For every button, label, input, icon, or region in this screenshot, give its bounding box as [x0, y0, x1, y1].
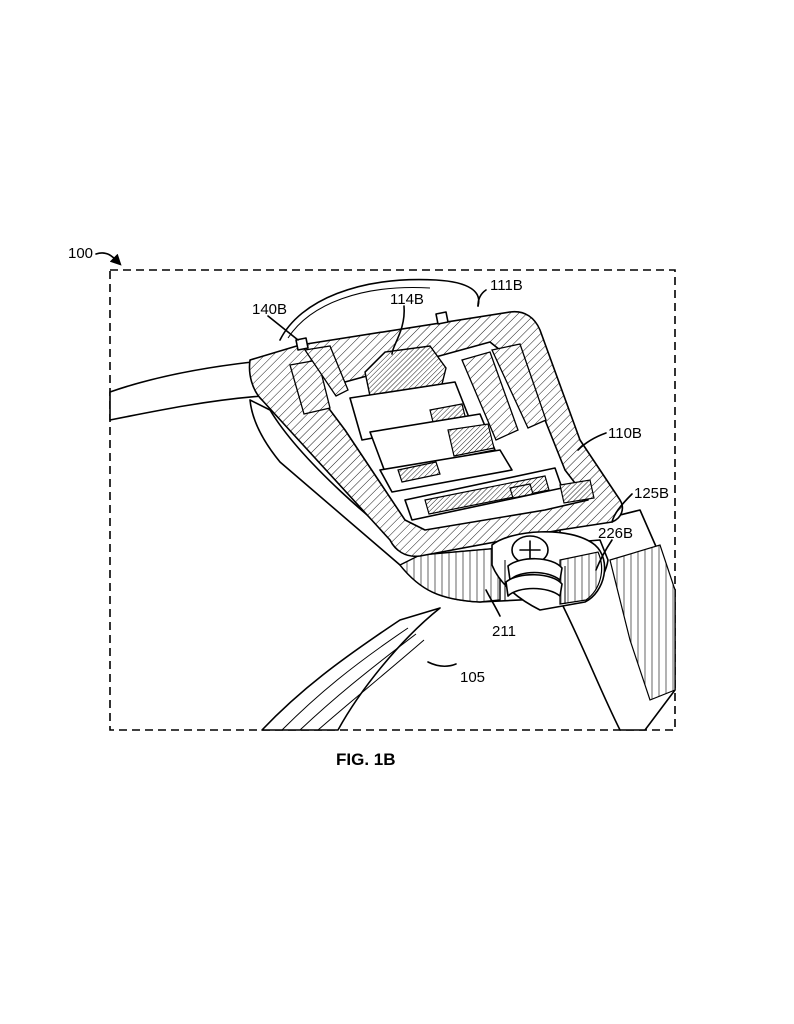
figure-caption: FIG. 1B — [336, 750, 396, 769]
internal-components — [289, 311, 595, 521]
upper-band — [109, 361, 263, 421]
label-110B: 110B — [608, 425, 642, 442]
label-105: 105 — [460, 669, 485, 686]
assembly-leader — [95, 252, 122, 266]
dashed-frame — [109, 269, 676, 731]
label-100: 100 — [68, 245, 93, 262]
label-140B: 140B — [252, 301, 287, 318]
label-111B: 111B — [490, 277, 523, 294]
bracket-and-screw — [491, 531, 606, 611]
label-211: 211 — [492, 623, 516, 640]
leader-lines — [267, 289, 633, 667]
window-dome — [279, 278, 480, 341]
label-125B: 125B — [634, 485, 669, 502]
label-226B: 226B — [598, 525, 633, 542]
band-105 — [261, 607, 441, 731]
label-114B: 114B — [390, 291, 424, 308]
